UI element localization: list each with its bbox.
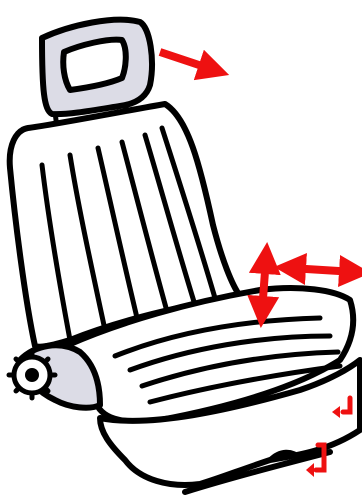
seat-height-arrow-icon [262, 258, 266, 312]
headrest-opening [63, 40, 126, 90]
headrest-tilt-arrow-icon [160, 52, 214, 70]
recline-knob-icon [9, 352, 55, 398]
seat-fore-aft-arrow-icon [290, 268, 355, 272]
